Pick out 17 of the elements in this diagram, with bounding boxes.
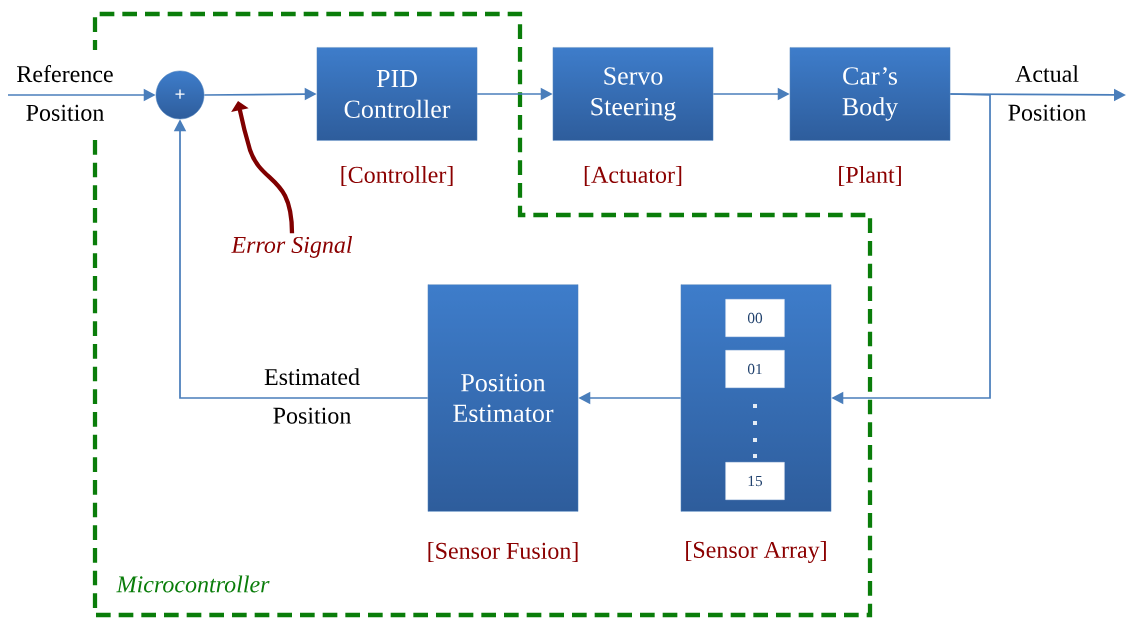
edge-label: Reference Position — [17, 65, 113, 121]
sensor-cell: 15 — [725, 462, 785, 500]
edge-label: Estimated Position — [264, 368, 360, 424]
role-label: [Controller] — [341, 166, 453, 186]
edge-label: Actual Position — [1008, 65, 1086, 121]
process-box: PID Controller — [316, 47, 478, 141]
role-label: [Sensor Fusion] — [428, 542, 578, 562]
role-label: [Sensor Array] — [686, 541, 826, 563]
arrow — [231, 101, 295, 234]
process-box: Position Estimator — [427, 284, 579, 512]
sensor-cell: 00 — [725, 299, 785, 337]
summing-junction: + — [155, 70, 205, 120]
role-label: [Plant] — [839, 166, 901, 186]
process-box: Car’s Body — [789, 47, 951, 141]
role-label: [Actuator] — [584, 166, 682, 186]
sensor-cell: 01 — [725, 350, 785, 388]
annotation-text: Error Signal — [231, 236, 352, 258]
